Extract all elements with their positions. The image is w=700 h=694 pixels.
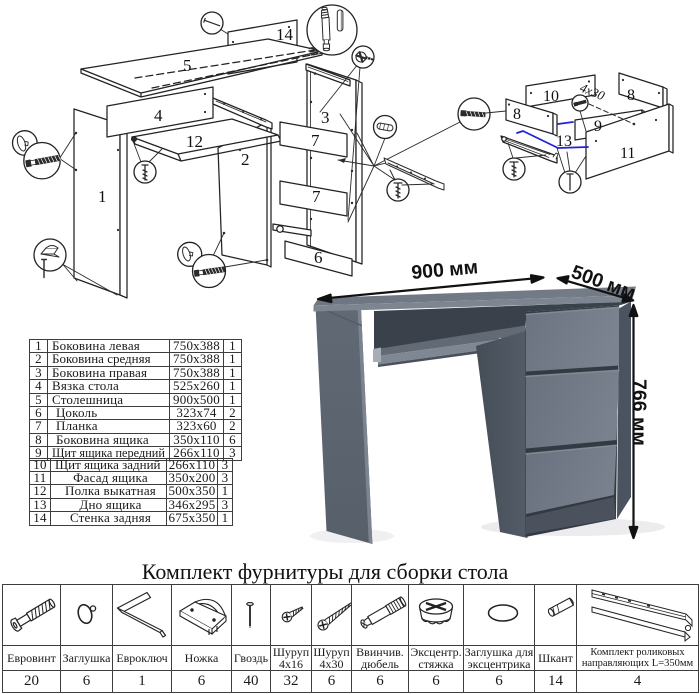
svg-text:5: 5 — [183, 56, 192, 75]
svg-text:6: 6 — [314, 248, 323, 267]
svg-text:7: 7 — [311, 131, 320, 150]
svg-text:9: 9 — [594, 118, 602, 135]
svg-text:1: 1 — [98, 187, 107, 206]
svg-text:14: 14 — [276, 25, 294, 44]
svg-text:8: 8 — [513, 106, 521, 123]
svg-text:2: 2 — [241, 150, 250, 169]
svg-text:766 мм: 766 мм — [628, 379, 650, 446]
svg-text:4: 4 — [154, 106, 163, 125]
svg-text:7: 7 — [312, 187, 321, 206]
svg-text:12: 12 — [186, 132, 203, 151]
svg-text:10: 10 — [543, 88, 559, 105]
svg-text:11: 11 — [620, 145, 635, 162]
svg-text:900 мм: 900 мм — [411, 256, 479, 284]
svg-text:3: 3 — [321, 108, 330, 127]
svg-text:13: 13 — [556, 133, 572, 150]
svg-text:8: 8 — [627, 87, 635, 104]
